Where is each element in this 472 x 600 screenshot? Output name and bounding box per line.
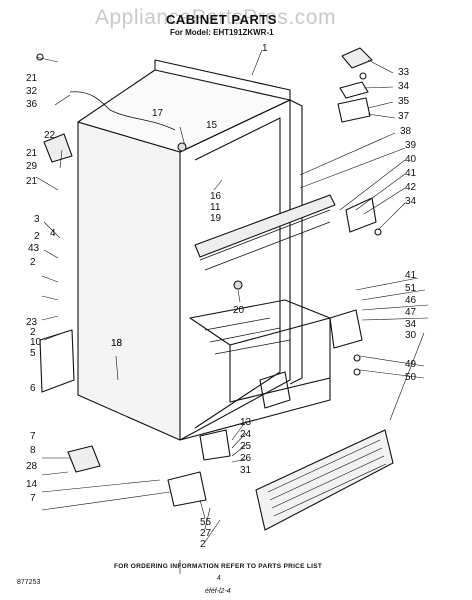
hinge-cover (341, 47, 373, 69)
callout-label: 16 (210, 191, 222, 202)
top-hinge (339, 81, 369, 99)
callout-label: 8 (30, 445, 36, 456)
callout-label: 33 (398, 67, 410, 78)
callout-label: 50 (405, 372, 417, 383)
callout-label: 13 (240, 417, 252, 428)
callout-label: 10 (30, 337, 42, 348)
ordering-note: FOR ORDERING INFORMATION REFER TO PARTS … (114, 563, 323, 570)
cabinet-front-face (77, 121, 181, 441)
cabinet-interior-back (179, 99, 291, 441)
callout-label: 23 (26, 317, 38, 328)
model-number: For Model: EHT191ZKWR-1 (170, 28, 274, 37)
callout-label: 19 (210, 213, 222, 224)
callout-label: 21 (26, 148, 38, 159)
callout-label: 29 (26, 161, 38, 172)
callout-label: 37 (398, 111, 410, 122)
kick-plate-grille (255, 429, 394, 531)
callout-label: 3 (34, 214, 40, 225)
callout-label: 22 (44, 130, 56, 141)
callout-label: 7 (30, 431, 36, 442)
callout-label: 15 (206, 120, 218, 131)
screw-5 (36, 53, 44, 61)
callout-label: 34 (405, 319, 417, 330)
defrost-timer (43, 133, 73, 163)
shelf-rail (194, 194, 336, 258)
callout-label: 27 (200, 528, 212, 539)
leveling-leg-front (67, 445, 101, 473)
callout-label: 36 (26, 99, 38, 110)
callout-label: 39 (405, 140, 417, 151)
callout-label: 43 (28, 243, 40, 254)
callout-label: 51 (405, 283, 417, 294)
callout-label: 11 (210, 202, 221, 213)
screw-7 (233, 280, 243, 290)
callout-label: 40 (405, 154, 417, 165)
callout-label: 42 (405, 182, 417, 193)
wiring-harness (69, 91, 176, 131)
callout-label: 41 (405, 168, 417, 179)
callout-label: 5 (30, 348, 36, 359)
callout-label: 2 (200, 539, 206, 550)
callout-label: 20 (233, 305, 245, 316)
diagram-title: CABINET PARTS (166, 12, 277, 27)
screw-1 (359, 72, 367, 80)
door-stop-bracket (199, 429, 231, 461)
center-hinge-bracket (345, 197, 377, 233)
callout-label: 4 (50, 228, 56, 239)
callout-label: 46 (405, 295, 417, 306)
callout-label: 30 (405, 330, 417, 341)
callout-label: 34 (398, 81, 410, 92)
hinge-plate (337, 97, 371, 123)
callout-label: 49 (405, 359, 417, 370)
callout-label: 34 (405, 196, 417, 207)
callout-label: 18 (111, 338, 123, 349)
bottom-tray-bracket (259, 371, 291, 409)
callout-label: 2 (30, 257, 36, 268)
callout-label: 18 (111, 338, 123, 349)
cabinet-bottom-shelf (189, 299, 331, 346)
callout-label: 24 (240, 429, 252, 440)
handwritten-note: éféf-l2-4 (205, 588, 231, 595)
callout-label: 28 (26, 461, 38, 472)
control-housing (39, 329, 75, 393)
cabinet-right-flange (289, 99, 303, 385)
callout-label: 1 (262, 43, 268, 54)
form-code: 877253 (17, 579, 41, 586)
callout-label: 7 (30, 493, 36, 504)
screw-2 (374, 228, 382, 236)
callout-label: 2 (30, 327, 36, 338)
callout-label: 41 (405, 270, 417, 281)
callout-label: 21 (26, 73, 38, 84)
callout-label: 25 (240, 441, 252, 452)
callout-label: 14 (26, 479, 38, 490)
screw-6 (177, 142, 187, 152)
callout-label: 21 (26, 176, 38, 187)
watermark: AppliancePartsPros.com (95, 6, 336, 29)
callout-label: 55 (200, 517, 212, 528)
callout-label: 38 (400, 126, 412, 137)
callout-label: 17 (152, 108, 164, 119)
callout-label: 35 (398, 96, 410, 107)
page-number: 4 (217, 575, 221, 582)
callout-label: 47 (405, 307, 417, 318)
roller-assembly (167, 471, 207, 507)
cabinet-right-wall (154, 59, 291, 100)
bottom-hinge-bracket (329, 309, 363, 349)
callout-label: 31 (240, 465, 252, 476)
screw-3 (353, 354, 361, 362)
callout-label: 32 (26, 86, 38, 97)
callout-label: 2 (34, 231, 40, 242)
callout-label: 6 (30, 383, 36, 394)
callout-label: 26 (240, 453, 252, 464)
screw-4 (353, 368, 361, 376)
